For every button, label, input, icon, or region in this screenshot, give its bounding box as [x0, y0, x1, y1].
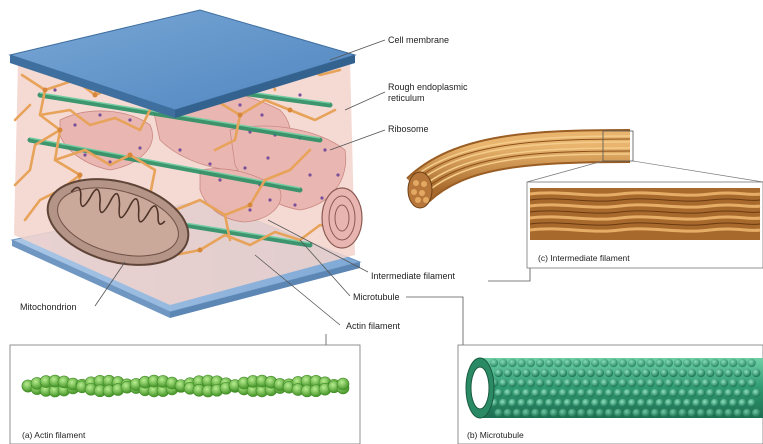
- label-mitochondrion: Mitochondrion: [20, 302, 77, 313]
- label-intermediate-filament: Intermediate filament: [371, 271, 455, 282]
- label-rough-er-line2: reticulum: [388, 93, 425, 104]
- label-cell-membrane: Cell membrane: [388, 35, 449, 46]
- caption-panel-b: (b) Microtubule: [467, 430, 524, 440]
- caption-panel-a: (a) Actin filament: [22, 430, 85, 440]
- er-cross-section: [322, 188, 362, 248]
- label-rough-er-line1: Rough endoplasmic: [388, 82, 468, 93]
- label-ribosome: Ribosome: [388, 124, 429, 135]
- label-actin-filament: Actin filament: [346, 321, 400, 332]
- caption-panel-c: (c) Intermediate filament: [538, 253, 630, 263]
- label-microtubule: Microtubule: [353, 292, 400, 303]
- cell-block: [10, 10, 362, 318]
